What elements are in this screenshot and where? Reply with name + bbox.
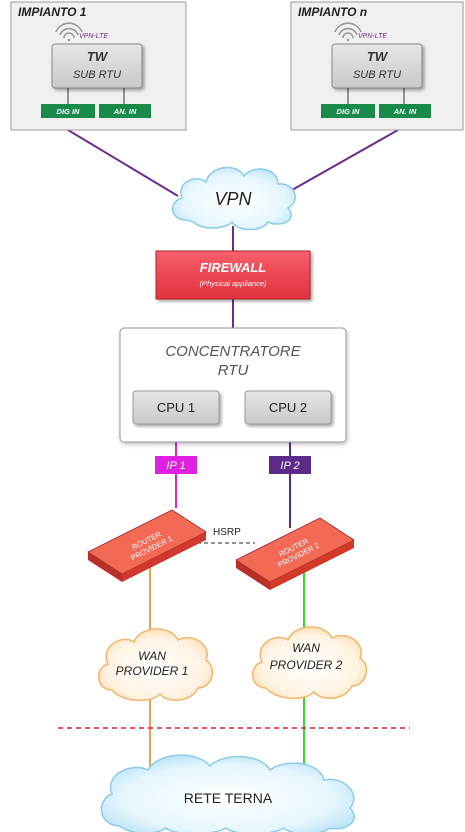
wan-provider-2-cloud: WAN PROVIDER 2	[252, 626, 368, 700]
rtu-label-line1: TW	[367, 49, 389, 64]
rtu-label-line1: TW	[87, 49, 109, 64]
rete-terna-label: RETE TERNA	[184, 790, 273, 806]
firewall-box	[155, 250, 311, 300]
rtu-box	[331, 43, 423, 89]
ip2-tag: IP 2	[269, 456, 311, 474]
plant-title: IMPIANTO n	[298, 5, 367, 19]
wan1-label-line1: WAN	[138, 649, 166, 663]
link-label: VPN-LTE	[358, 33, 387, 40]
cpu2-box	[244, 390, 332, 425]
hsrp-label: HSRP	[213, 527, 241, 538]
cpu1-label: CPU 1	[157, 400, 195, 415]
concentrator-title-line1: CONCENTRATORE	[165, 343, 301, 360]
router-provider-2: ROUTER PROVIDER 2	[235, 517, 355, 590]
firewall-subtitle: (Physical appliance)	[199, 279, 267, 288]
concentrator: CONCENTRATORE RTU CPU 1 CPU 2	[119, 327, 347, 443]
firewall-title: FIREWALL	[200, 260, 266, 275]
ip2-label: IP 2	[280, 460, 299, 472]
plant-n: IMPIANTO n VPN-LTE TW SUB RTU DIG IN AN.…	[290, 1, 464, 131]
rtu-label-line2: SUB RTU	[73, 69, 121, 81]
plant-1: IMPIANTO 1 VPN-LTE TW SUB RTU DIG IN AN.…	[10, 1, 187, 131]
cpu2-label: CPU 2	[269, 400, 307, 415]
wifi-icon	[334, 22, 362, 42]
connections	[58, 129, 410, 768]
cpu1-box	[132, 390, 220, 425]
vpn-label: VPN	[214, 189, 252, 209]
analog-input-label: AN. IN	[393, 107, 417, 116]
digital-input-label: DIG IN	[57, 107, 81, 116]
firewall: FIREWALL (Physical appliance)	[155, 250, 311, 300]
wan1-label-line2: PROVIDER 1	[116, 664, 189, 678]
rtu-box	[51, 43, 143, 89]
analog-input-port	[379, 104, 431, 118]
wan2-label-line2: PROVIDER 2	[270, 658, 343, 672]
digital-input-label: DIG IN	[337, 107, 361, 116]
digital-input-port	[41, 104, 95, 118]
plant-title: IMPIANTO 1	[18, 5, 87, 19]
wifi-icon	[55, 22, 83, 42]
rete-terna-cloud: RETE TERNA	[100, 754, 355, 832]
concentrator-title-line2: RTU	[218, 362, 249, 379]
link-plant1-vpn	[67, 129, 179, 197]
ip1-tag: IP 1	[155, 456, 197, 474]
analog-input-port	[99, 104, 151, 118]
analog-input-label: AN. IN	[113, 107, 137, 116]
wan2-label-line1: WAN	[292, 641, 320, 655]
digital-input-port	[321, 104, 375, 118]
vpn-cloud: VPN	[172, 166, 296, 231]
rtu-label-line2: SUB RTU	[353, 69, 401, 81]
ip1-label: IP 1	[166, 460, 185, 472]
link-label: VPN-LTE	[79, 33, 108, 40]
link-plantn-vpn	[291, 129, 399, 191]
wan-provider-1-cloud: WAN PROVIDER 1	[98, 628, 214, 702]
router-provider-1: ROUTER PROVIDER 1	[87, 509, 207, 582]
